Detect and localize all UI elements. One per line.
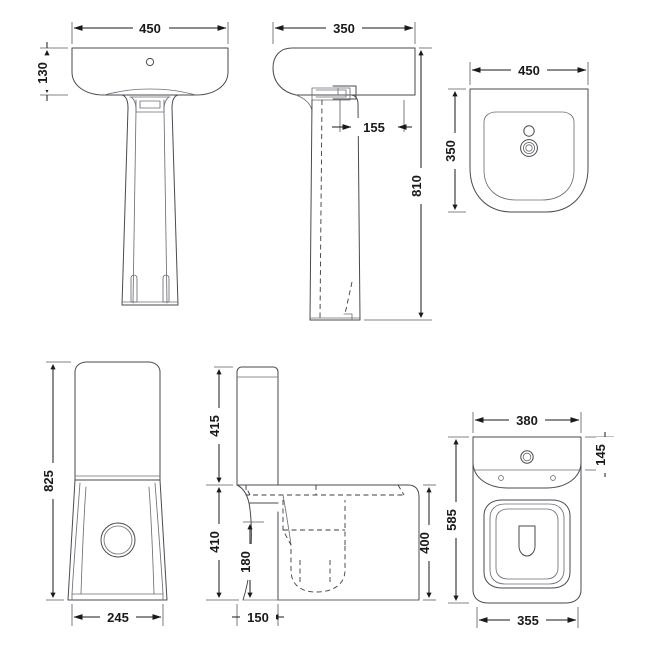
dim-toilet-plan-pan-width: 355 [517,613,539,628]
view-basin-side [272,22,432,321]
dim-basin-side-depth: 350 [333,21,355,36]
dim-toilet-front-width: 245 [107,610,129,625]
dim-toilet-plan-cistern-width: 380 [516,413,538,428]
dim-toilet-side-inlet-height: 180 [238,551,253,573]
dim-toilet-plan-total-depth: 585 [444,509,459,531]
dim-toilet-side-cistern-depth: 150 [247,610,269,625]
dim-basin-plan-width: 450 [518,63,540,78]
dim-toilet-plan-cistern-depth: 145 [593,444,608,466]
dim-basin-side-pedestal-offset: 155 [363,120,385,135]
dim-toilet-side-pan-height: 410 [207,531,222,553]
dim-basin-plan-depth: 350 [443,140,458,162]
view-basin-front [40,22,229,306]
view-toilet-front [46,361,168,626]
dim-toilet-front-height: 825 [41,470,56,492]
dim-toilet-side-pan-rear-height: 400 [417,532,432,554]
view-basin-plan [448,62,589,213]
dim-basin-front-height: 130 [35,62,50,84]
dim-basin-front-width: 450 [139,21,161,36]
dim-toilet-side-cistern-height: 415 [207,415,222,437]
dim-basin-side-total-height: 810 [409,175,424,197]
